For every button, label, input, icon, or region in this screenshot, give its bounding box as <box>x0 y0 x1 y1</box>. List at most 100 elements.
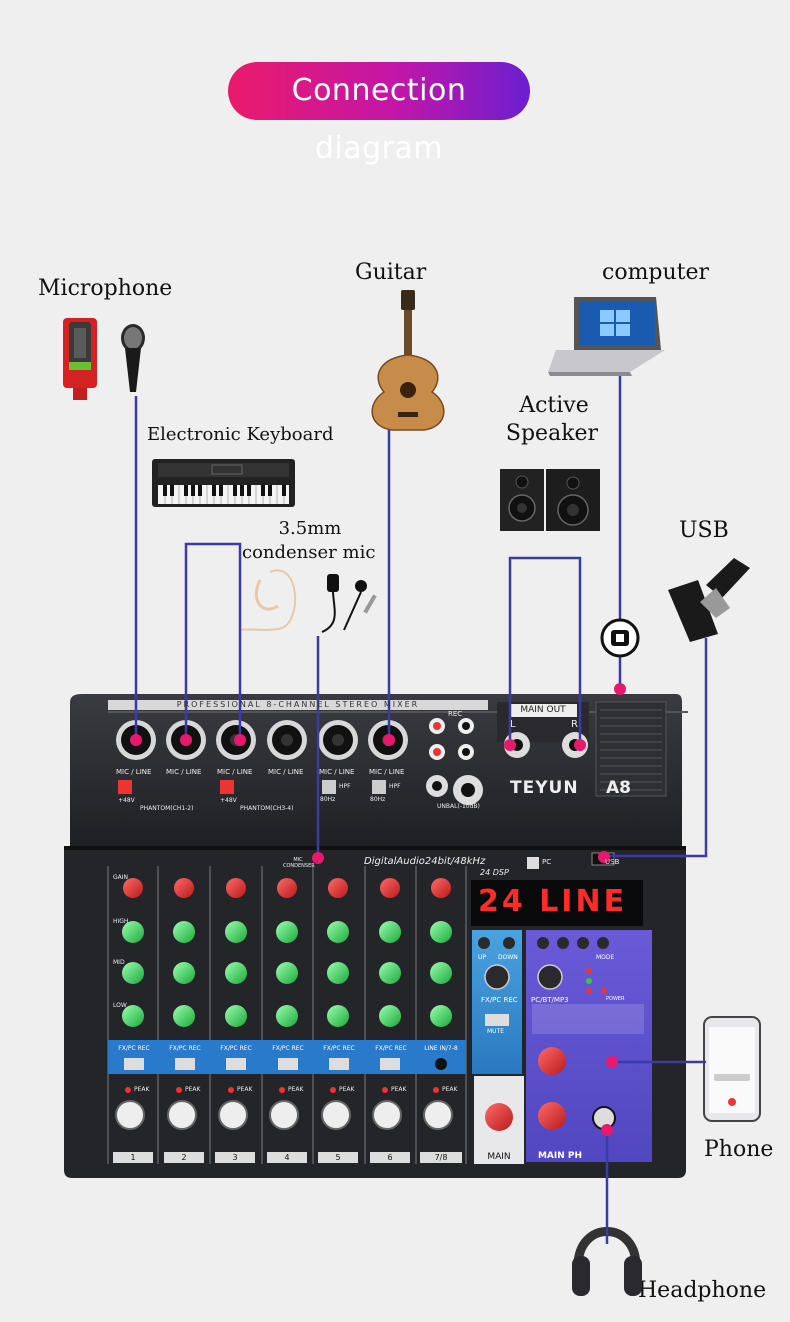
hpf-button-1[interactable] <box>322 780 336 794</box>
model-label: A8 <box>606 778 631 798</box>
dynamic-microphone-icon <box>121 324 145 392</box>
peak-label-1: PEAK <box>134 1086 150 1093</box>
phone-icon <box>703 1016 761 1122</box>
channel-number-5: 5 <box>335 1153 341 1162</box>
headphone-label: Headphone <box>638 1278 767 1303</box>
phantom-label-12: PHANTOM(CH1-2) <box>140 805 194 812</box>
down-label: DOWN <box>498 954 518 961</box>
peak-label-4: PEAK <box>288 1086 304 1093</box>
keyboard-label: Electronic Keyboard <box>147 424 334 445</box>
up-label: UP <box>478 954 487 961</box>
mic-in-knob[interactable] <box>538 1047 566 1075</box>
rec-label: REC <box>448 710 463 718</box>
usb-b-port-icon <box>600 618 640 658</box>
channel-number-6: 6 <box>387 1153 393 1162</box>
gain-label: GAIN <box>113 874 129 881</box>
mute-button[interactable] <box>485 1014 509 1026</box>
hpf-label-2: HPF <box>389 783 401 790</box>
peak-label-3: PEAK <box>237 1086 253 1093</box>
peak-label-6: PEAK <box>391 1086 407 1093</box>
channel-volume-knobs[interactable] <box>115 1100 453 1130</box>
phantom-button-2[interactable] <box>220 780 234 794</box>
condenser-label-1: 3.5mm <box>278 518 342 539</box>
power-label: POWER <box>606 996 625 1002</box>
electronic-keyboard-icon <box>152 459 295 507</box>
main-knob[interactable] <box>485 1103 513 1131</box>
fx-pc-rec-label-5: FX/PC REC <box>323 1045 355 1052</box>
brand-label: TEYUN <box>510 778 579 798</box>
high-label: HIGH <box>113 918 129 925</box>
rca-jacks <box>426 718 483 805</box>
peak-label-7: PEAK <box>442 1086 458 1093</box>
plus48-label-2: +48V <box>220 797 237 804</box>
mic-line-label-6: MIC / LINE <box>369 768 405 776</box>
active-speaker-icon <box>500 469 600 531</box>
fx-pc-rec-label-1: FX/PC REC <box>118 1045 150 1052</box>
peak-leds <box>125 1087 439 1093</box>
diagram-title: Connection diagram <box>228 62 530 166</box>
guitar-icon <box>371 290 445 431</box>
mid-label: MID <box>113 959 125 966</box>
main-out-label: MAIN OUT <box>520 705 566 715</box>
low-label: LOW <box>113 1002 127 1009</box>
fx-pc-rec-label-2: FX/PC REC <box>169 1045 201 1052</box>
phantom-label-34: PHANTOM(CH3-4) <box>240 805 294 812</box>
usb-port-label: USB <box>605 858 620 866</box>
pc-bt-mp3-label: PC/BT/MP3 <box>531 996 569 1004</box>
usb-drive-icon <box>668 558 750 642</box>
main-ph-label: MAIN PH <box>537 1151 583 1161</box>
fx-rec-buttons[interactable] <box>124 1058 400 1070</box>
channel-number-4: 4 <box>284 1153 290 1162</box>
line-in-label: LINE IN/7-8 <box>424 1045 458 1052</box>
hz80-label-2: 80Hz <box>370 796 386 803</box>
channel-number-2: 2 <box>181 1153 187 1162</box>
channel-number-3: 3 <box>232 1153 238 1162</box>
guitar-label: Guitar <box>355 260 427 285</box>
condenser-microphone-icon <box>63 318 97 400</box>
peak-label-2: PEAK <box>185 1086 201 1093</box>
fx-pc-rec-label-4: FX/PC REC <box>272 1045 304 1052</box>
mic-line-label-2: MIC / LINE <box>166 768 202 776</box>
laptop-icon <box>548 297 665 376</box>
channel-number-78: 7/8 <box>434 1153 448 1162</box>
line-in-jack <box>435 1058 447 1070</box>
eq-knobs[interactable] <box>122 921 452 1027</box>
vent-grille <box>595 701 667 797</box>
condenser-label-2: condenser mic <box>242 542 376 563</box>
plus48-label-1: +48V <box>118 797 135 804</box>
display-readout: 24 LINE <box>478 884 628 919</box>
main-ph-knob[interactable] <box>538 1102 566 1130</box>
mic-line-label-4: MIC / LINE <box>268 768 304 776</box>
hpf-label-1: HPF <box>339 783 351 790</box>
mic-condenser-label: MIC CONDENSER <box>283 857 315 869</box>
lavalier-microphone-icon <box>239 569 377 633</box>
computer-label: computer <box>602 260 710 285</box>
channel-dividers <box>107 866 467 1164</box>
mic-line-label-3: MIC / LINE <box>217 768 253 776</box>
gain-knobs[interactable] <box>123 878 451 898</box>
phantom-button-1[interactable] <box>118 780 132 794</box>
digital-audio-label: DigitalAudio24bit/48kHz <box>364 856 486 867</box>
player-knob[interactable] <box>537 964 563 990</box>
out-left-label: L <box>510 719 516 730</box>
main-label: MAIN <box>487 1152 511 1162</box>
peak-label-5: PEAK <box>339 1086 355 1093</box>
fx-section <box>472 930 522 1074</box>
unbal-label: UNBAL(-10dB) <box>437 803 480 810</box>
microphone-label: Microphone <box>38 276 173 301</box>
channel-number-plates <box>113 1152 462 1163</box>
hz80-label-1: 80Hz <box>320 796 336 803</box>
dsp-label: 24 DSP <box>480 868 509 877</box>
pc-label: PC <box>542 858 552 866</box>
fx-knob[interactable] <box>484 964 510 990</box>
fx-pc-rec-label-6: FX/PC REC <box>375 1045 407 1052</box>
pc-usb-switch[interactable] <box>527 857 539 869</box>
out-right-label: R <box>571 719 578 730</box>
fx-pc-rec-label-3: FX/PC REC <box>220 1045 252 1052</box>
phone-label: Phone <box>704 1137 774 1162</box>
hpf-button-2[interactable] <box>372 780 386 794</box>
channel-number-1: 1 <box>130 1153 136 1162</box>
lcd-display <box>471 880 643 926</box>
speaker-label-1: Active <box>519 393 589 418</box>
